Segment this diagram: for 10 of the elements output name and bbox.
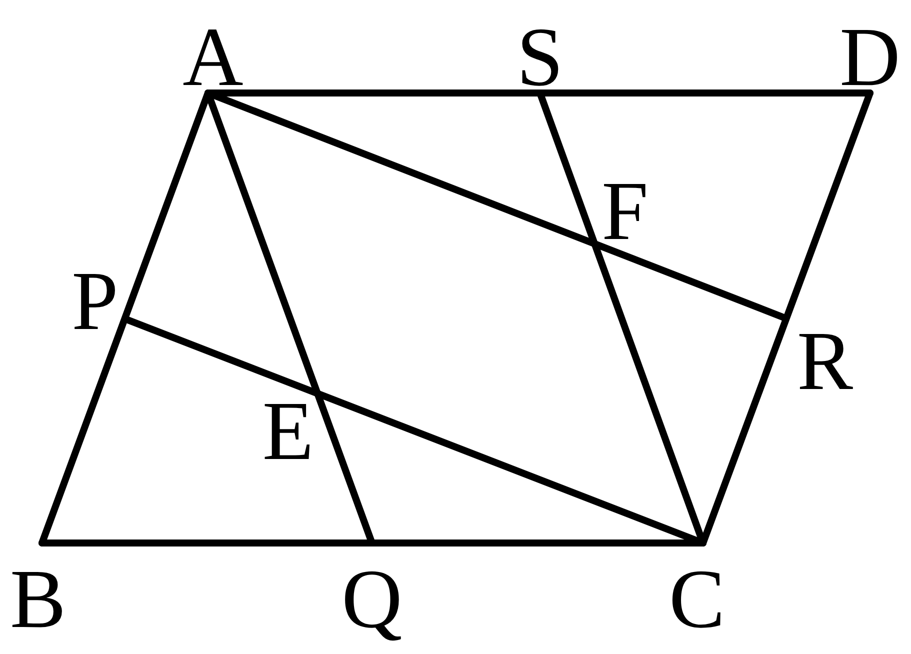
point-label: A (182, 16, 244, 100)
point-label: S (516, 16, 564, 100)
point-label: P (72, 260, 118, 344)
point-label: Q (342, 558, 402, 642)
point-label: C (668, 558, 726, 642)
point-label: E (262, 390, 314, 474)
point-label: F (602, 170, 648, 254)
point-label: R (796, 320, 854, 404)
point-label: B (10, 558, 66, 642)
point-label: D (840, 16, 900, 100)
